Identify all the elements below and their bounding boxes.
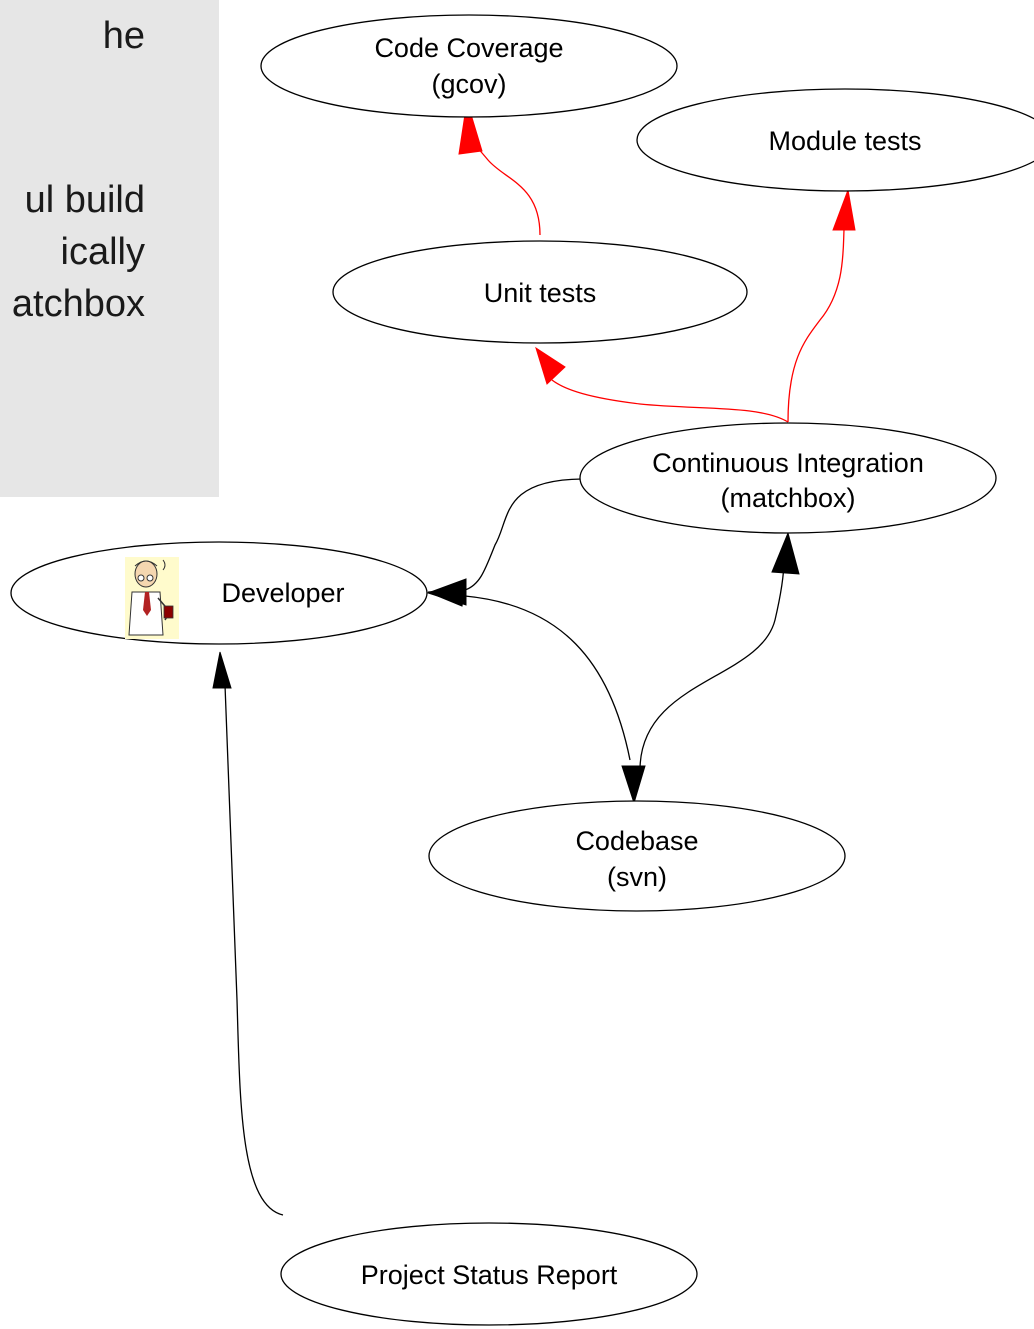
- code-coverage-subtitle: (gcov): [431, 69, 506, 99]
- panel-line-3: ically: [60, 231, 145, 273]
- arrowhead-developer-from-codebase: [427, 587, 466, 607]
- node-developer: Developer: [10, 541, 428, 645]
- node-module-tests: Module tests: [636, 88, 1034, 192]
- node-project-status-report: Project Status Report: [280, 1222, 698, 1326]
- arrowhead-ci: [771, 531, 800, 575]
- node-continuous-integration: Continuous Integration (matchbox): [579, 422, 997, 534]
- black-arrowheads: [212, 531, 800, 805]
- red-arrowheads: [458, 100, 856, 385]
- arrowhead-developer-from-report: [212, 651, 232, 689]
- code-coverage-title: Code Coverage: [374, 33, 563, 63]
- edge-ci-to-unit-tests: [551, 379, 789, 423]
- partial-text-panel: he ul build ically atchbox: [0, 0, 219, 497]
- panel-line-2: ul build: [24, 179, 145, 221]
- edge-codebase-developer: [464, 595, 631, 761]
- panel-line-4: atchbox: [11, 283, 145, 325]
- unit-tests-label: Unit tests: [484, 278, 597, 308]
- panel-line-1: he: [102, 15, 145, 57]
- edge-ci-to-developer: [464, 478, 583, 591]
- ci-subtitle: (matchbox): [720, 483, 855, 513]
- arrowhead-code-coverage: [458, 100, 483, 155]
- node-code-coverage: Code Coverage (gcov): [260, 14, 678, 118]
- status-report-label: Project Status Report: [361, 1260, 618, 1290]
- black-edges: [224, 478, 785, 1216]
- arrowhead-unit-tests: [535, 346, 566, 385]
- ci-title: Continuous Integration: [652, 448, 924, 478]
- node-codebase: Codebase (svn): [428, 800, 846, 912]
- edge-ci-to-module-tests: [787, 229, 845, 423]
- module-tests-label: Module tests: [768, 126, 921, 156]
- node-unit-tests: Unit tests: [332, 240, 748, 344]
- codebase-title: Codebase: [575, 826, 698, 856]
- developer-label: Developer: [221, 578, 344, 608]
- arrowhead-codebase: [621, 765, 646, 805]
- arrowhead-module-tests: [832, 188, 856, 231]
- edge-status-report-to-developer: [224, 684, 284, 1216]
- dilbert-cartoon-icon: [125, 557, 179, 639]
- edge-codebase-ci: [639, 559, 785, 771]
- codebase-subtitle: (svn): [607, 862, 667, 892]
